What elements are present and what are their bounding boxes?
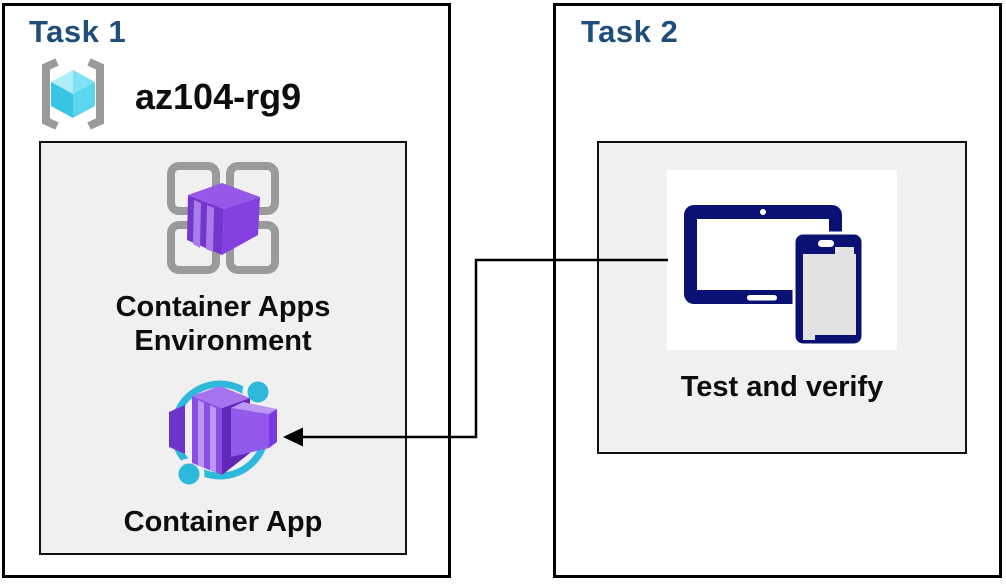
- test-and-verify-label: Test and verify: [680, 371, 884, 403]
- task1-title: Task 1: [29, 14, 127, 49]
- task1-box: Task 1 az104-rg9: [2, 3, 451, 578]
- resource-group-label: az104-rg9: [135, 75, 302, 117]
- environment-label: Container Apps Environment: [116, 290, 331, 358]
- task2-title: Task 2: [581, 14, 679, 49]
- container-app-label: Container App: [123, 506, 323, 538]
- task2-box: Task 2 Test and verify: [553, 3, 1002, 578]
- resource-group-header: az104-rg9: [33, 57, 301, 136]
- resource-group-icon: [33, 57, 113, 136]
- container-apps-environment-icon: [164, 159, 282, 282]
- container-apps-environment-box: Container Apps Environment: [39, 141, 407, 555]
- test-and-verify-box: Test and verify: [597, 141, 967, 454]
- environment-label-line1: Container Apps: [115, 291, 331, 323]
- container-app-icon: [165, 376, 281, 493]
- environment-label-line2: Environment: [134, 325, 312, 357]
- tablet-phone-devices-icon: [667, 170, 897, 350]
